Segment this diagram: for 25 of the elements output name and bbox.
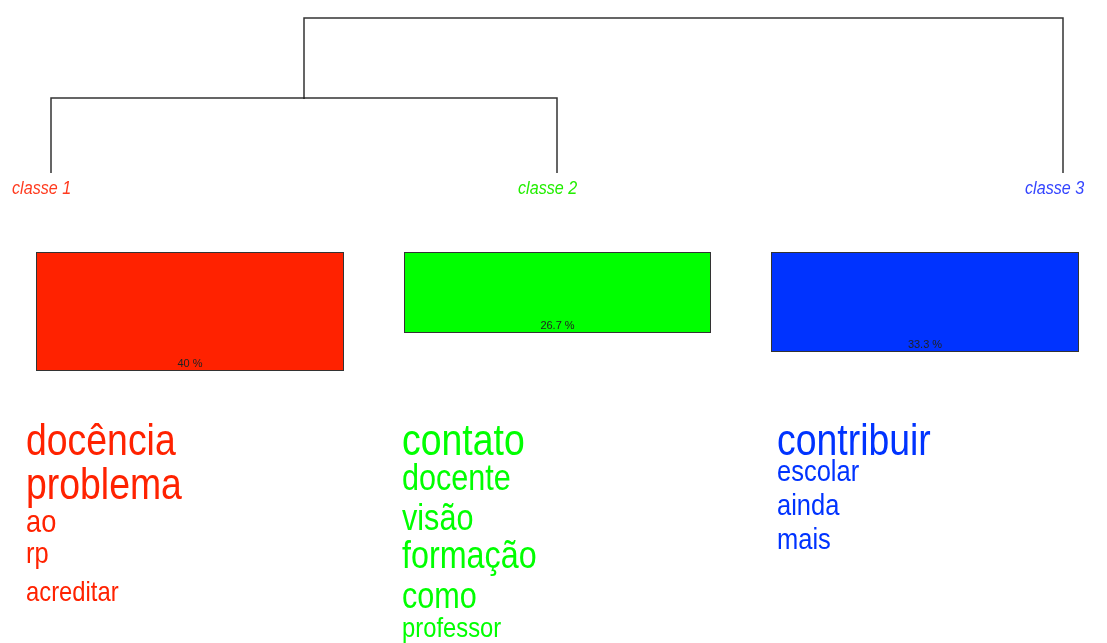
class-word: contato xyxy=(402,418,525,462)
dendrogram-branch xyxy=(303,17,1064,174)
class-word: acreditar xyxy=(26,578,119,606)
percentage-label: 40 % xyxy=(176,357,204,370)
percentage-label: 26.7 % xyxy=(539,319,576,332)
class-size-bar xyxy=(404,252,711,333)
class-word: docente xyxy=(402,460,511,496)
class-word: mais xyxy=(777,524,831,554)
class-word: problema xyxy=(26,462,182,506)
class-word: ainda xyxy=(777,490,840,520)
class-label: classe 2 xyxy=(518,177,578,199)
class-label: classe 3 xyxy=(1025,177,1085,199)
class-word: professor xyxy=(402,614,502,642)
class-word: docência xyxy=(26,418,176,462)
dendrogram-branch xyxy=(50,97,305,174)
percentage-label: 33.3 % xyxy=(906,338,944,351)
dendrogram-branch xyxy=(303,97,558,174)
class-size-bar xyxy=(36,252,344,371)
class-word: visão xyxy=(402,500,474,536)
class-word: escolar xyxy=(777,456,860,486)
class-label: classe 1 xyxy=(12,177,72,199)
class-word: como xyxy=(402,578,477,614)
class-size-bar xyxy=(771,252,1079,352)
class-word: rp xyxy=(26,538,49,568)
class-word: formação xyxy=(402,536,537,574)
